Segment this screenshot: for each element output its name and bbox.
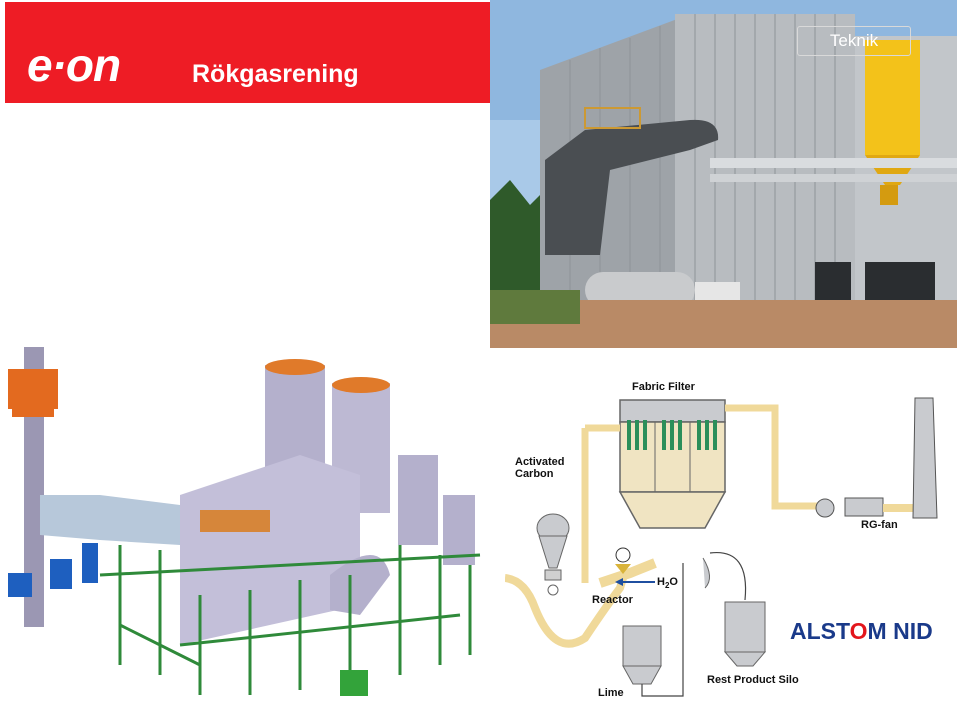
plant-3d-render xyxy=(8,347,481,696)
header-banner: e·on Rökgasrening xyxy=(5,2,490,103)
brand-part-o: O xyxy=(849,618,868,644)
section-tag: Teknik xyxy=(797,26,911,56)
label-lime: Lime xyxy=(598,687,624,699)
label-h2o: H2O xyxy=(657,576,678,590)
label-activated: Activated xyxy=(515,456,565,468)
brand-part-nid: NID xyxy=(886,618,933,644)
page-title: Rökgasrening xyxy=(192,60,359,88)
brand-part-m: M xyxy=(867,618,887,644)
alstom-nid-brand: ALSTOM NID xyxy=(790,618,933,645)
label-reactor: Reactor xyxy=(592,594,634,606)
label-rg-fan: RG-fan xyxy=(861,519,898,531)
process-schematic: Fabric Filter Activated Carbon RG-fan H2… xyxy=(505,381,938,699)
label-fabric-filter: Fabric Filter xyxy=(632,381,696,393)
brand-part-1: ALST xyxy=(790,618,850,644)
label-carbon: Carbon xyxy=(515,468,554,480)
label-rest-product-silo: Rest Product Silo xyxy=(707,674,799,686)
plant-photo xyxy=(490,0,957,348)
eon-logo: e·on xyxy=(27,39,121,91)
